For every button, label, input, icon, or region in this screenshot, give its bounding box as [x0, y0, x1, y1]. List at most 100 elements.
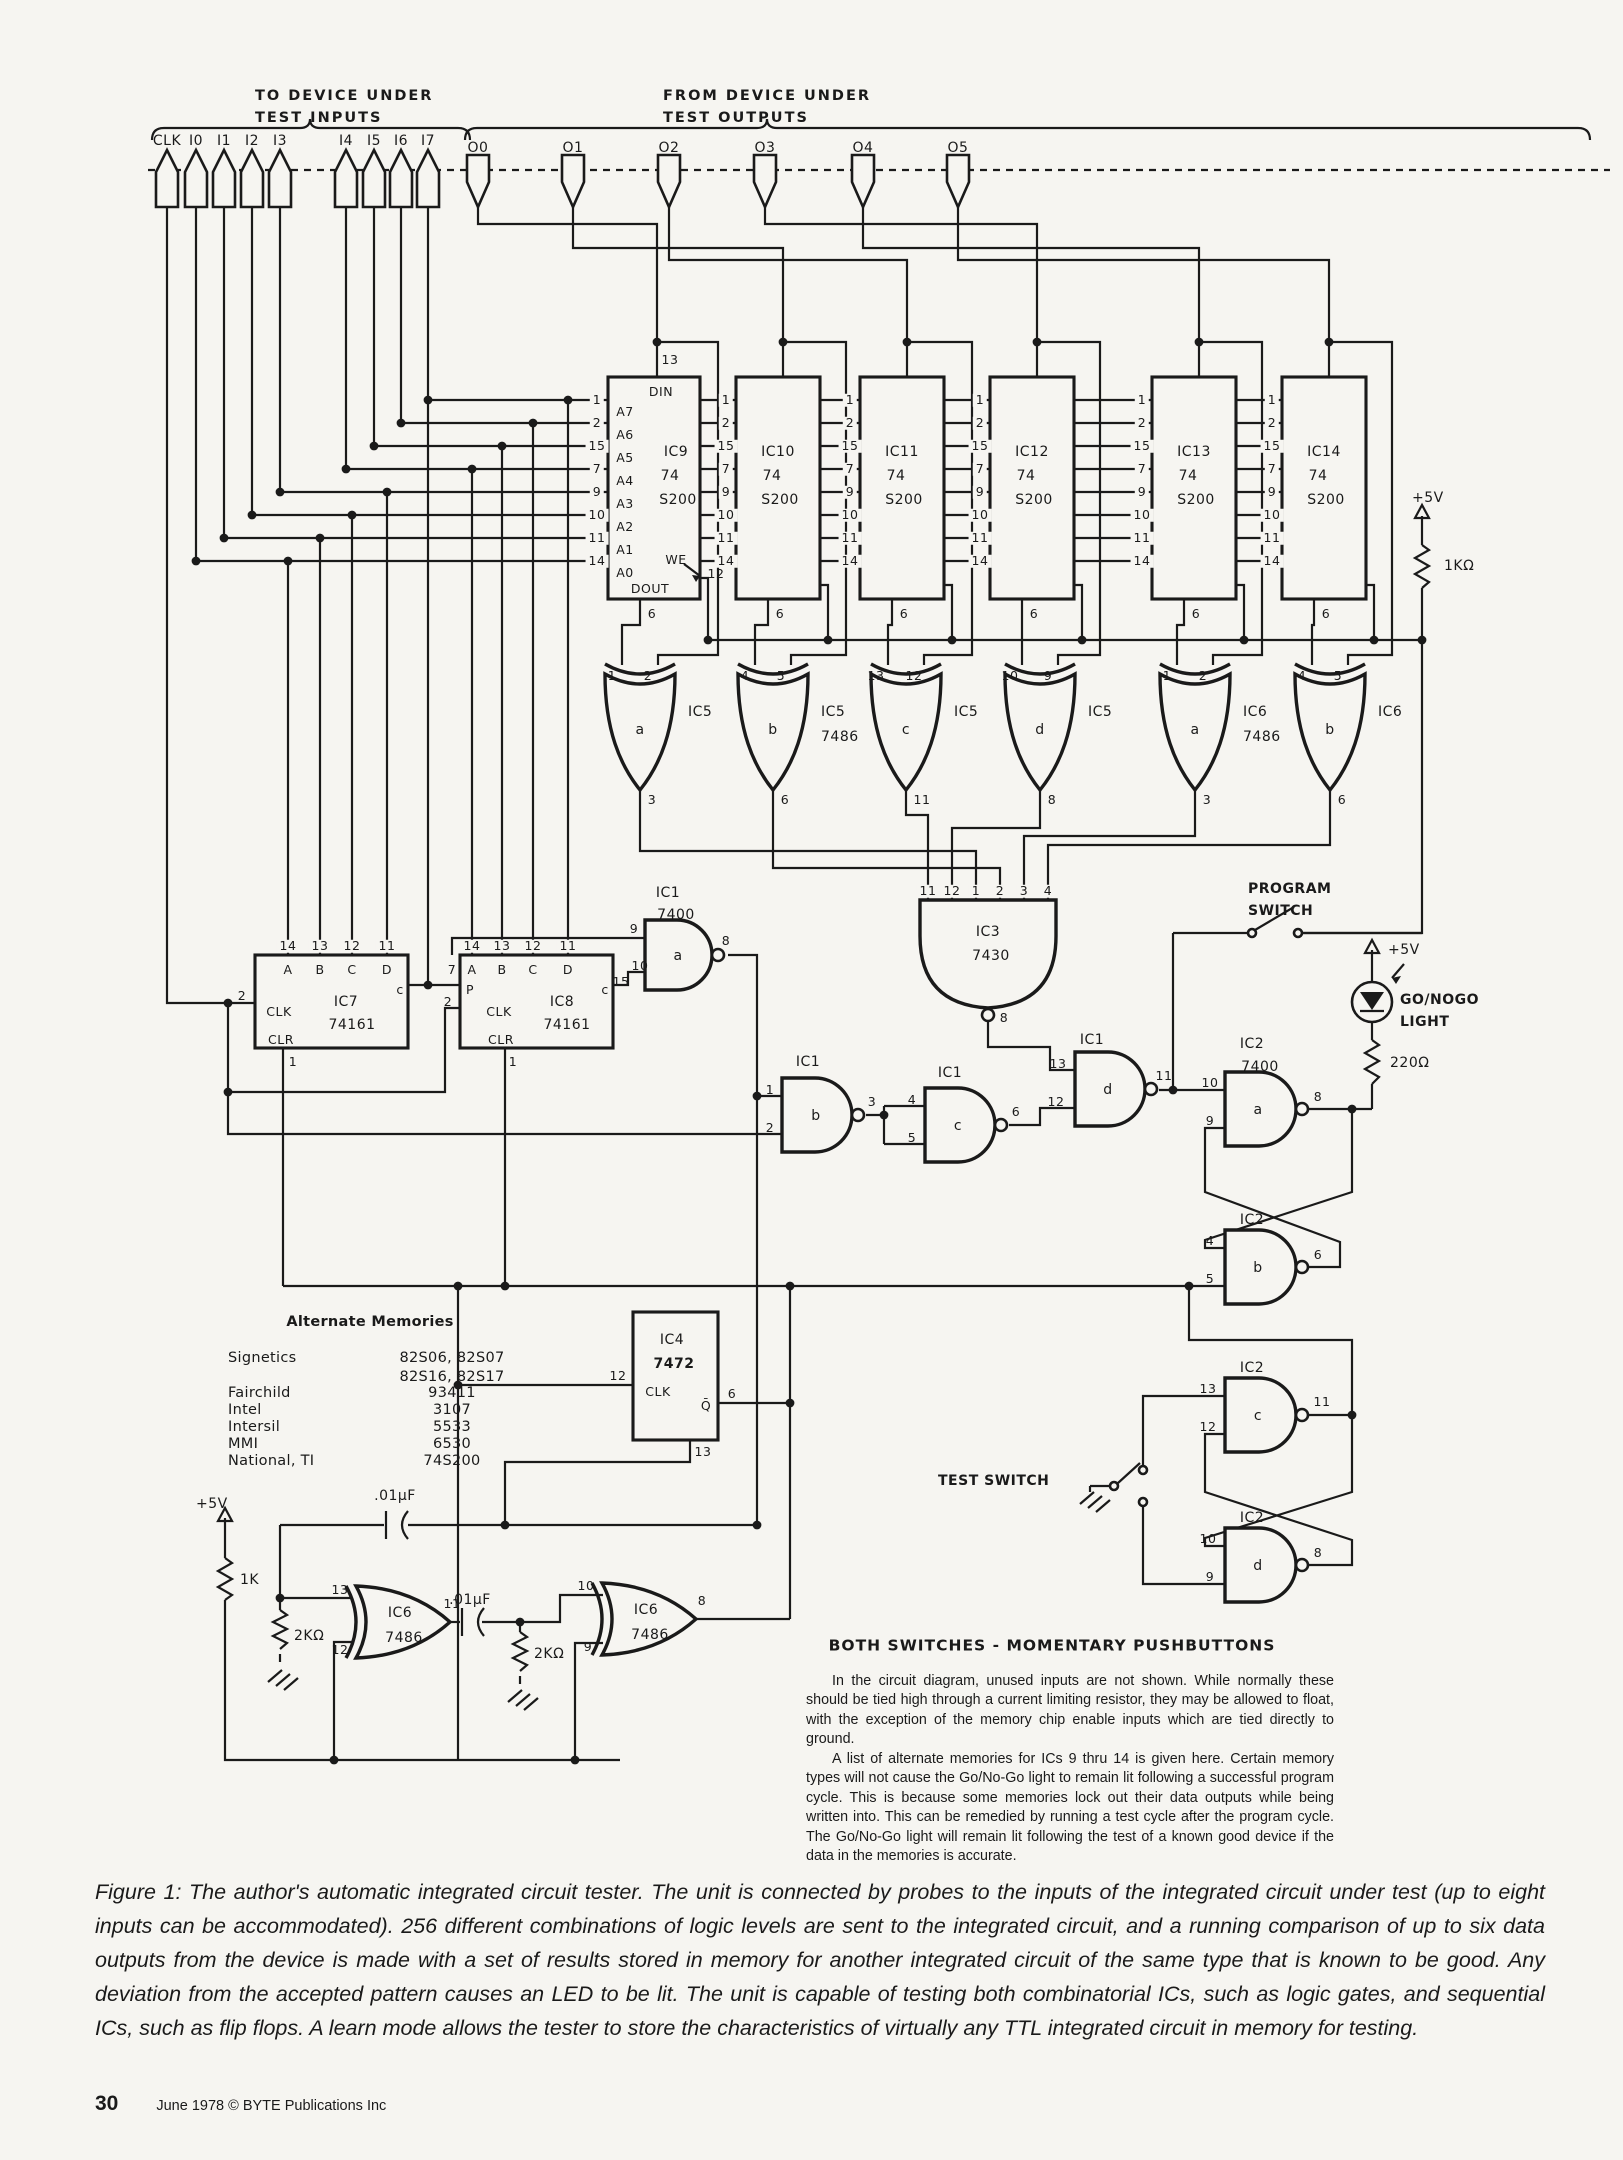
ic3-in5: 3	[1016, 884, 1032, 898]
mem-pin-number: 14	[1130, 554, 1154, 568]
ic8-d: D	[562, 961, 574, 977]
mem-pin-number: 10	[1260, 508, 1284, 522]
ic8-b: B	[497, 961, 507, 977]
cap2	[460, 1607, 485, 1637]
ic7-a: A	[283, 961, 293, 977]
ic4-wires	[503, 1401, 790, 1525]
mem-pin-number: 10	[585, 508, 609, 522]
mem-address-label: A4	[616, 472, 634, 488]
ic7-name: IC7	[333, 994, 359, 1010]
probe-label-i3: I3	[272, 133, 288, 149]
comparator-to-ic3	[638, 790, 1332, 900]
notes-paragraph-1: In the circuit diagram, unused inputs ar…	[806, 1673, 1334, 1748]
page-number: 30	[95, 2092, 119, 2115]
mem-pin-number: 9	[842, 485, 858, 499]
input-probe-wires	[165, 207, 782, 1136]
ic1d-out: 11	[1155, 1067, 1173, 1083]
ic8-pin14: 14	[460, 939, 484, 953]
ic2c-in12: 12	[1199, 1418, 1217, 1434]
mem-pin-number: 10	[1130, 508, 1154, 522]
ic3-in1: 11	[916, 884, 940, 898]
mem-pin-number: 9	[1264, 485, 1280, 499]
xor-f-in2: 5	[1333, 667, 1343, 683]
ic1a-in9: 9	[629, 920, 639, 936]
mem-pin-number: 11	[1130, 531, 1154, 545]
osc-1k: 1K	[240, 1572, 260, 1588]
ic8-box	[458, 953, 615, 1050]
xor-b-letter: b	[768, 722, 778, 738]
ic4-clk: CLK	[645, 1383, 671, 1399]
mem-pin-number: 7	[842, 462, 858, 476]
ic3-in6: 4	[1040, 884, 1056, 898]
mem-pin-number: 15	[585, 439, 609, 453]
ic1c-name: IC1	[937, 1065, 963, 1081]
ic4-qbar: Q̄	[700, 1397, 712, 1413]
publication-credit: June 1978 © BYTE Publications Inc	[156, 2098, 387, 2114]
switch-note: BOTH SWITCHES - MOMENTARY PUSHBUTTONS	[828, 1636, 1276, 1655]
ic1a-out: 8	[721, 932, 731, 948]
mem-pin-number: 11	[585, 531, 609, 545]
gonogo-label-1: GO/NOGO	[1400, 992, 1480, 1008]
mem-ic-family: 74	[1016, 468, 1036, 484]
probe-label-o5: O5	[947, 140, 969, 156]
probe-label-i7: I7	[420, 133, 436, 149]
osc-g1-in13: 13	[331, 1581, 349, 1597]
notes-paragraph-2: A list of alternate memories for ICs 9 t…	[806, 1750, 1334, 1864]
alt-memories-maker: Intersil	[228, 1418, 281, 1435]
led-chain	[1308, 950, 1374, 1111]
ic2d-out: 8	[1313, 1544, 1323, 1560]
alt-memories-part: 6530	[432, 1435, 472, 1452]
mem-ic-name: IC13	[1177, 444, 1211, 460]
test-switch-label: TEST SWITCH	[938, 1473, 1050, 1489]
ic3-name: IC3	[975, 924, 1001, 940]
ic8-clr: CLR	[488, 1031, 514, 1047]
osc-5v-arrow	[216, 1505, 234, 1523]
alt-memories-maker: Intel	[228, 1401, 262, 1418]
ic4-part: 7472	[653, 1356, 695, 1372]
xor-b-in2: 5	[776, 667, 786, 683]
ic2d-bubble	[1294, 1557, 1310, 1573]
osc-2k-1: 2KΩ	[294, 1628, 325, 1644]
mem-pin-number: 11	[1260, 531, 1284, 545]
ic4-box	[631, 1310, 720, 1442]
mem-ic-part: S200	[1015, 492, 1053, 508]
ic1c-letter: c	[953, 1118, 963, 1134]
xor-d-in2: 9	[1043, 667, 1053, 683]
ic1c-in5: 5	[907, 1129, 917, 1145]
input-group-title-1: TO DEVICE UNDER	[255, 87, 434, 104]
mem-pin-number: 14	[1260, 554, 1284, 568]
mem-ic-part: S200	[659, 492, 697, 508]
ic1c-in4: 4	[907, 1091, 917, 1107]
mem-pin-number: 14	[714, 554, 738, 568]
ic8-pin7: 7	[447, 961, 457, 977]
mem-pin-number: 10	[714, 508, 738, 522]
xor-f-in1: 4	[1297, 667, 1307, 683]
probe-label-i0: I0	[188, 133, 204, 149]
mem-pin-number: 2	[1264, 416, 1280, 430]
mem-ic-part: S200	[1177, 492, 1215, 508]
ic8-a: A	[467, 961, 477, 977]
clr-bus	[281, 1048, 1354, 1760]
alt-memories-part: 5533	[432, 1418, 472, 1435]
ic7-part: 74161	[328, 1017, 376, 1033]
pullup-5v-arrow	[1413, 502, 1431, 520]
alt-memories-maker: Signetics	[228, 1349, 297, 1366]
test-switch-ground	[1079, 1491, 1111, 1513]
osc-g1-part: 7486	[385, 1630, 423, 1646]
alt-memories-part: 74S200	[423, 1452, 481, 1469]
mem-pin-number: 15	[838, 439, 862, 453]
program-switch-contact-1	[1246, 927, 1258, 939]
osc-2k-2: 2KΩ	[534, 1646, 565, 1662]
ic8-pin2: 2	[443, 993, 453, 1009]
ic1a-name: IC1	[655, 885, 681, 901]
ic7-pin13: 13	[308, 939, 332, 953]
probe-label-i6: I6	[393, 133, 409, 149]
test-switch-wires	[1088, 1394, 1225, 1586]
probe-label-i5: I5	[366, 133, 382, 149]
ic2a-letter: a	[1253, 1102, 1263, 1118]
page-footer: 30 June 1978 © BYTE Publications Inc	[95, 2092, 386, 2116]
oscillator-wires	[223, 1518, 790, 1762]
program-switch-wires	[1171, 906, 1422, 1090]
